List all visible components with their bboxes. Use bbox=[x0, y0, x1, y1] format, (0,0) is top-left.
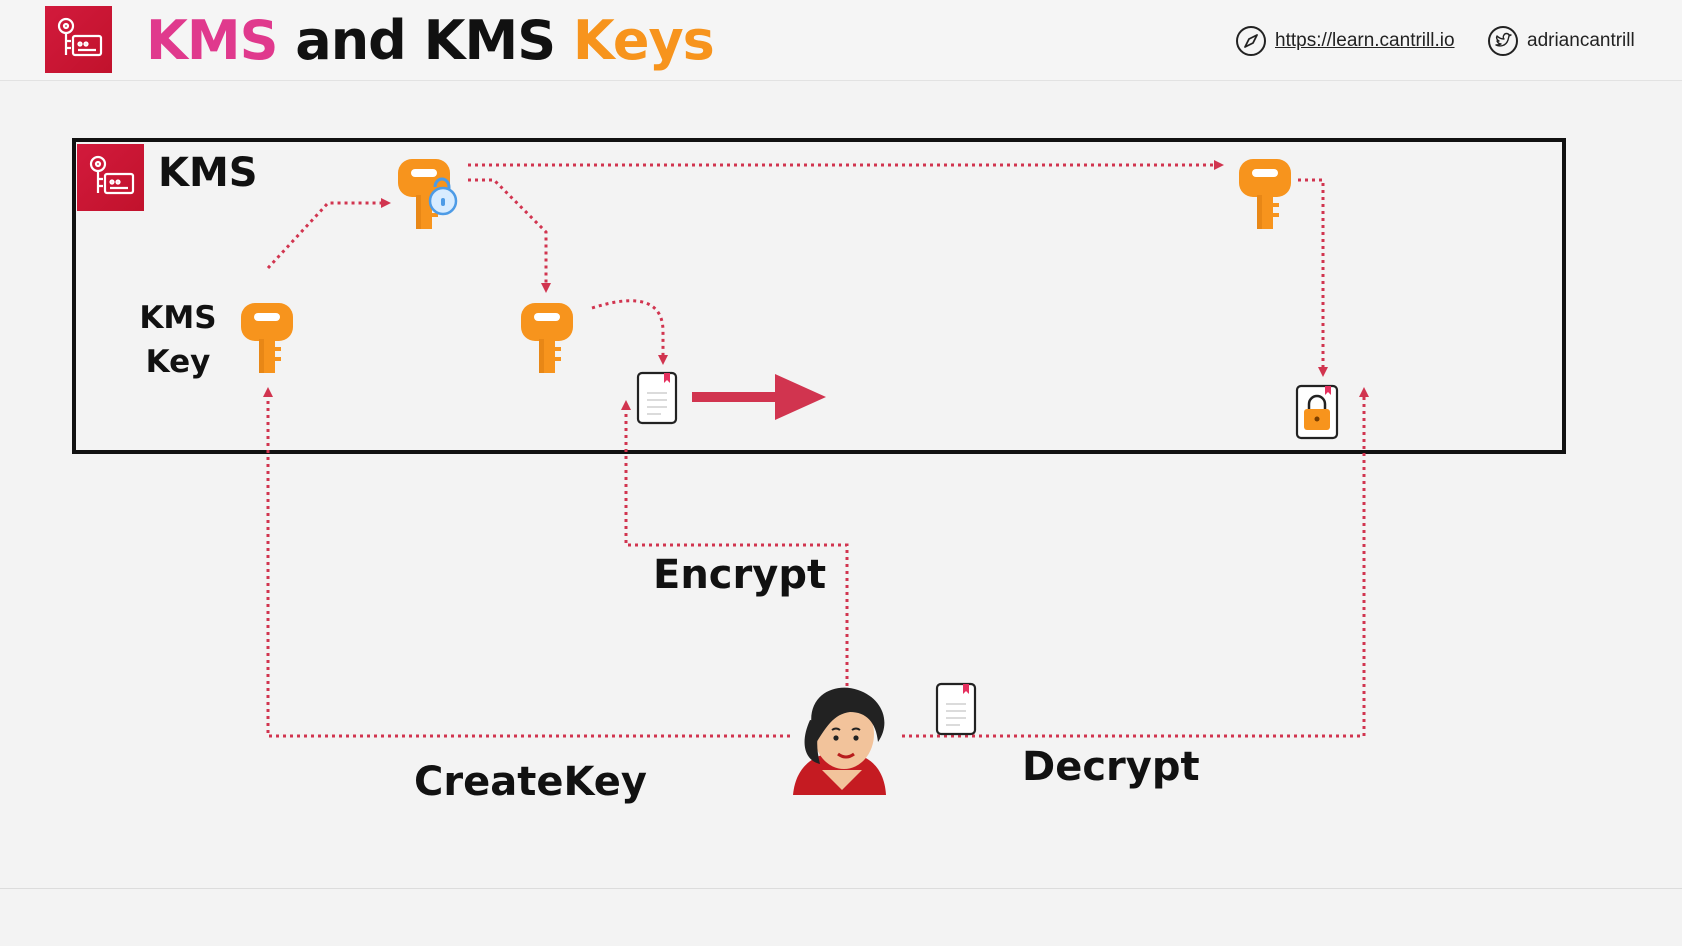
datakey-to-doc-flow bbox=[591, 299, 668, 365]
createkey-label: CreateKey bbox=[414, 759, 647, 805]
kms-key-icon bbox=[241, 303, 293, 373]
encrypt-flow bbox=[621, 400, 849, 686]
twitter-link-group[interactable]: adriancantrill bbox=[1487, 22, 1635, 60]
data-key-icon bbox=[521, 303, 573, 373]
kms-frame-logo bbox=[77, 144, 144, 211]
twitter-handle[interactable]: adriancantrill bbox=[1527, 30, 1635, 51]
website-link-group[interactable]: https://learn.cantrill.io bbox=[1235, 22, 1455, 60]
decrypt-flow bbox=[902, 387, 1369, 738]
website-link[interactable]: https://learn.cantrill.io bbox=[1275, 30, 1455, 51]
ciphertext-document-icon bbox=[935, 682, 977, 736]
encrypted-key-icon bbox=[398, 159, 458, 229]
twitter-icon bbox=[1488, 26, 1518, 56]
decrypt-label: Decrypt bbox=[1022, 744, 1200, 790]
page-title: KMS and KMS Keys bbox=[146, 6, 715, 76]
rightkey-to-locked-flow bbox=[1298, 178, 1328, 377]
kms-frame-label: KMS bbox=[158, 150, 258, 196]
kms-boundary bbox=[72, 138, 1566, 454]
compass-icon bbox=[1236, 26, 1266, 56]
encrypt-label: Encrypt bbox=[653, 552, 826, 598]
kms-logo-icon bbox=[89, 155, 135, 195]
title-part-kms: KMS bbox=[146, 9, 278, 72]
kms-key-label: KMS Key bbox=[128, 296, 228, 384]
arrow-right-icon bbox=[692, 374, 826, 420]
kms-logo-icon bbox=[57, 17, 103, 57]
kms-key-label-line1: KMS bbox=[139, 300, 217, 336]
kms-service-logo bbox=[45, 6, 112, 73]
kms-key-label-line2: Key bbox=[145, 344, 211, 380]
locked-document-icon bbox=[1295, 384, 1339, 440]
createkey-flow bbox=[263, 387, 790, 738]
kmskey-to-encrypted-flow bbox=[266, 198, 391, 270]
footer-bar bbox=[0, 888, 1682, 946]
plaintext-data-key-icon bbox=[1239, 159, 1291, 229]
encrypted-to-datakey-flow bbox=[468, 178, 551, 293]
user-avatar-icon bbox=[793, 687, 886, 795]
title-part-keys: Keys bbox=[572, 9, 715, 72]
document-icon bbox=[636, 371, 678, 425]
title-part-and-kms: and KMS bbox=[295, 9, 556, 72]
header-bar: KMS and KMS Keys https://learn.cantrill.… bbox=[0, 0, 1682, 81]
